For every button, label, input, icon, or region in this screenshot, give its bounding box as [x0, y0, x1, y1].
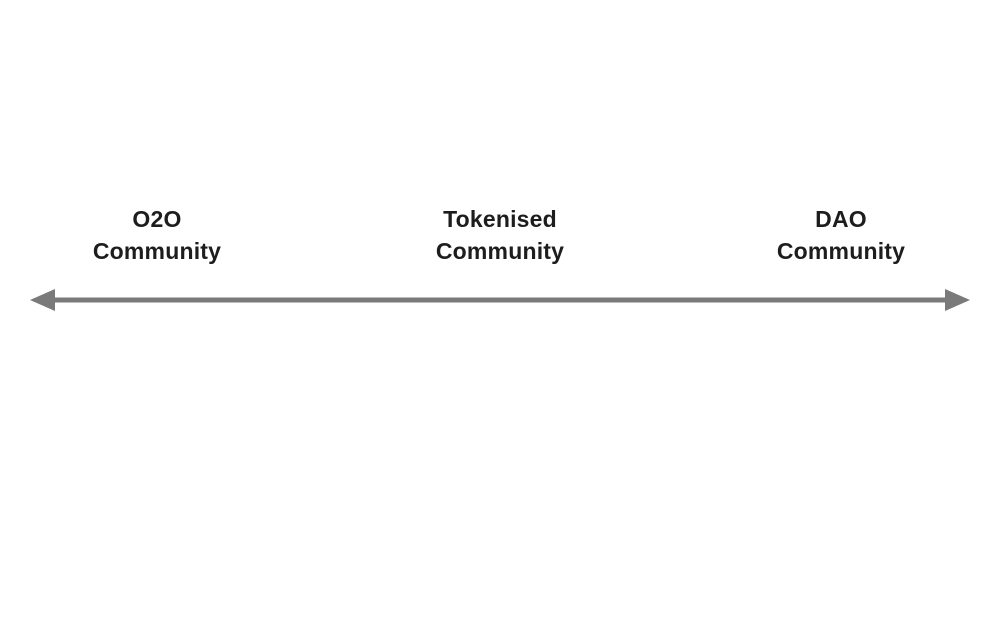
- label-o2o-line1: O2O: [132, 206, 182, 232]
- label-tokenised-line1: Tokenised: [443, 206, 557, 232]
- label-dao-community: DAO Community: [691, 203, 991, 267]
- label-tokenised-community: Tokenised Community: [350, 203, 650, 267]
- label-dao-line1: DAO: [815, 206, 867, 232]
- label-o2o-line2: Community: [92, 238, 222, 264]
- double-headed-arrow-icon: [30, 289, 970, 311]
- label-tokenised-line2: Community: [435, 238, 565, 264]
- spectrum-arrow: [0, 280, 1000, 320]
- label-dao-line2: Community: [776, 238, 906, 264]
- label-o2o-community: O2O Community: [7, 203, 307, 267]
